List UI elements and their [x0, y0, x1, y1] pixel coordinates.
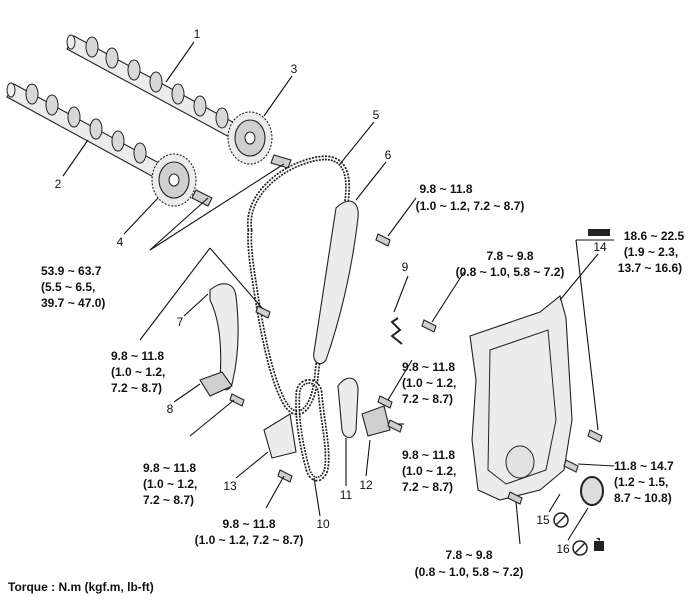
torque-t4-line1: 53.9 ~ 63.7 — [41, 264, 102, 278]
torque-spec-t7: 9.8 ~ 11.8 (1.0 ~ 1.2, 7.2 ~ 8.7) — [402, 360, 456, 406]
torque-t7-line3: 7.2 ~ 8.7) — [402, 392, 453, 406]
torque-t4-line2: (5.5 ~ 6.5, — [41, 280, 95, 294]
torque-spec-t11: 7.8 ~ 9.8 (0.8 ~ 1.0, 5.8 ~ 7.2) — [415, 548, 524, 579]
torque-spec-t8: 9.8 ~ 11.8 (1.0 ~ 1.2, 7.2 ~ 8.7) — [402, 448, 456, 494]
oil-pump-tensioner — [361, 405, 391, 437]
callout-2: 2 — [55, 177, 62, 191]
torque-t11-line2: (0.8 ~ 1.0, 5.8 ~ 7.2) — [415, 565, 524, 579]
tensioner-arm — [209, 283, 239, 391]
torque-t6-line1: 9.8 ~ 11.8 — [143, 461, 196, 475]
torque-t1-line1: 9.8 ~ 11.8 — [419, 182, 472, 196]
torque-t2-line3: 13.7 ~ 16.6) — [618, 261, 682, 275]
cam-sprocket-upper — [227, 111, 273, 165]
torque-t1-line2: (1.0 ~ 1.2, 7.2 ~ 8.7) — [416, 199, 525, 213]
o-ring-symbol — [553, 512, 569, 528]
torque-t5-line1: 9.8 ~ 11.8 — [111, 349, 164, 363]
callout-10: 10 — [316, 517, 330, 531]
callout-14: 14 — [593, 240, 607, 254]
torque-t7-line1: 9.8 ~ 11.8 — [402, 360, 455, 374]
callout-4: 4 — [117, 235, 124, 249]
leader-lines — [62, 41, 615, 545]
chain-tensioner — [199, 371, 233, 397]
timing-chain-guide — [313, 200, 359, 365]
callout-11: 11 — [340, 488, 353, 502]
torque-units-footer: Torque : N.m (kgf.m, lb-ft) — [8, 580, 154, 594]
callout-15: 15 — [536, 513, 550, 527]
callout-9: 9 — [402, 260, 409, 274]
oil-pump-chain — [295, 379, 330, 482]
torque-t6-line2: (1.0 ~ 1.2, — [143, 477, 197, 491]
callout-6: 6 — [385, 148, 392, 162]
sprocket-bolt-upper — [270, 154, 292, 169]
oil-can-icon — [594, 538, 604, 551]
cam-sprocket-lower — [151, 153, 197, 207]
torque-spec-t9: 11.8 ~ 14.7 (1.2 ~ 1.5, 8.7 ~ 10.8) — [614, 459, 674, 505]
camshaft-lower — [6, 82, 169, 182]
callout-3: 3 — [291, 62, 298, 76]
oil-pump-chain-guide — [263, 413, 297, 459]
torque-spec-t10: 9.8 ~ 11.8 (1.0 ~ 1.2, 7.2 ~ 8.7) — [195, 517, 304, 547]
callout-5: 5 — [373, 108, 380, 122]
torque-t2-line2: (1.9 ~ 2.3, — [624, 245, 678, 259]
callout-13: 13 — [223, 479, 237, 493]
timing-chain-cover — [469, 295, 573, 501]
torque-spec-t5: 9.8 ~ 11.8 (1.0 ~ 1.2, 7.2 ~ 8.7) — [111, 349, 165, 395]
callout-12: 12 — [359, 478, 373, 492]
torque-spec-t3: 7.8 ~ 9.8 (0.8 ~ 1.0, 5.8 ~ 7.2) — [456, 249, 565, 279]
torque-t11-line1: 7.8 ~ 9.8 — [445, 548, 492, 562]
torque-spec-t4: 53.9 ~ 63.7 (5.5 ~ 6.5, 39.7 ~ 47.0) — [41, 264, 105, 310]
callout-7: 7 — [177, 315, 184, 329]
torque-t8-line3: 7.2 ~ 8.7) — [402, 480, 453, 494]
torque-t5-line2: (1.0 ~ 1.2, — [111, 365, 165, 379]
torque-t3-line2: (0.8 ~ 1.0, 5.8 ~ 7.2) — [456, 265, 565, 279]
torque-t2-line1: 18.6 ~ 22.5 — [624, 229, 685, 243]
seal-replace-symbol — [572, 540, 588, 556]
bolts — [229, 233, 603, 505]
torque-t3-line1: 7.8 ~ 9.8 — [486, 249, 533, 263]
torque-t10-line2: (1.0 ~ 1.2, 7.2 ~ 8.7) — [195, 533, 304, 547]
torque-t9-line2: (1.2 ~ 1.5, — [614, 475, 668, 489]
torque-spec-t6: 9.8 ~ 11.8 (1.0 ~ 1.2, 7.2 ~ 8.7) — [143, 461, 197, 507]
callout-8: 8 — [167, 402, 174, 416]
torque-t9-line1: 11.8 ~ 14.7 — [614, 459, 674, 473]
torque-t9-line3: 8.7 ~ 10.8) — [614, 491, 672, 505]
torque-t5-line3: 7.2 ~ 8.7) — [111, 381, 162, 395]
torque-t10-line1: 9.8 ~ 11.8 — [222, 517, 275, 531]
callout-16: 16 — [556, 542, 570, 556]
callout-1: 1 — [194, 27, 201, 41]
tensioner-spring — [390, 317, 403, 345]
torque-t4-line3: 39.7 ~ 47.0) — [41, 296, 105, 310]
torque-spec-t1: 9.8 ~ 11.8 (1.0 ~ 1.2, 7.2 ~ 8.7) — [416, 182, 525, 213]
oil-pump-tensioner-arm — [337, 377, 359, 439]
torque-t8-line1: 9.8 ~ 11.8 — [402, 448, 455, 462]
oil-seal — [580, 476, 604, 506]
torque-t7-line2: (1.0 ~ 1.2, — [402, 376, 456, 390]
sealant-tube — [588, 229, 610, 236]
torque-spec-t2: 18.6 ~ 22.5 (1.9 ~ 2.3, 13.7 ~ 16.6) — [618, 229, 685, 275]
torque-t8-line2: (1.0 ~ 1.2, — [402, 464, 456, 478]
torque-t6-line3: 7.2 ~ 8.7) — [143, 493, 194, 507]
camshaft-upper — [66, 34, 241, 140]
sprocket-bolt-lower — [191, 189, 213, 207]
